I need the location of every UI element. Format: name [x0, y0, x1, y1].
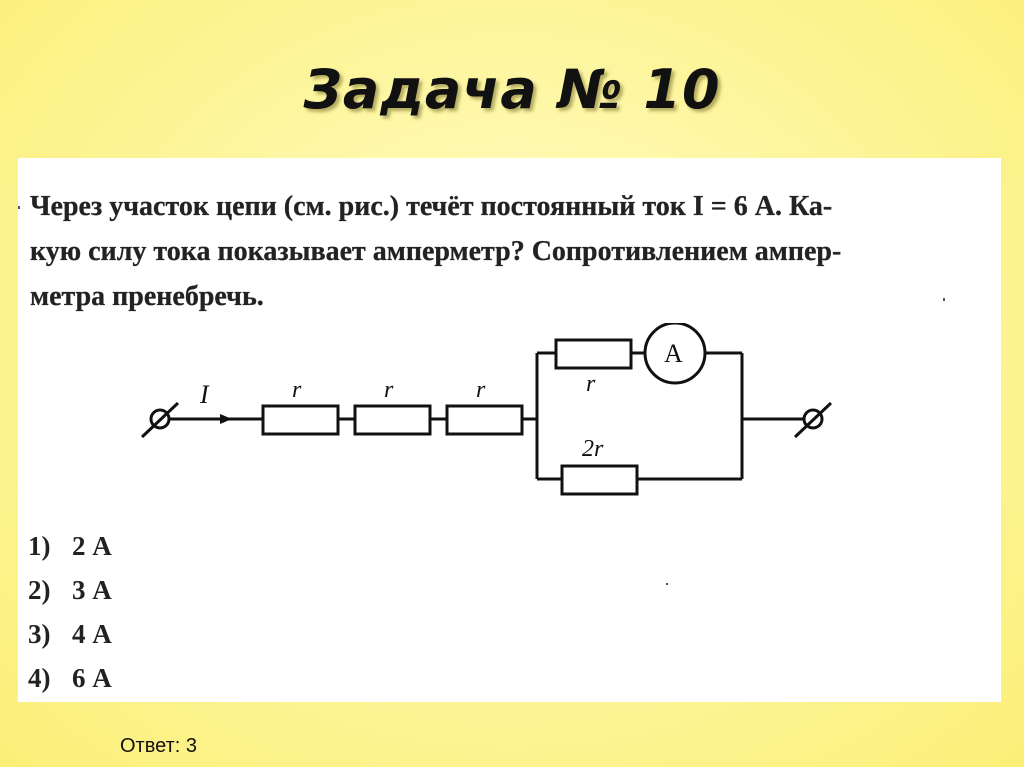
resistor-upper: [554, 338, 633, 370]
problem-line: метра пренебречь.: [30, 281, 264, 312]
resistor-1: [261, 404, 340, 436]
right-terminal-slash: [793, 401, 833, 439]
resistor-label: r: [292, 377, 302, 403]
option-3: 3) 4 А: [28, 612, 112, 656]
option-text: 6 А: [72, 663, 112, 693]
resistor-lower: [560, 464, 639, 496]
current-arrow-head: [220, 414, 232, 424]
scan-speck: [18, 206, 20, 209]
option-text: 4 А: [72, 619, 112, 649]
option-number: 4): [28, 663, 51, 693]
option-1: 1) 2 А: [28, 524, 112, 568]
problem-statement: Через участок цепи (см. рис.) течёт пост…: [30, 184, 990, 319]
answer-options: 1) 2 А 2) 3 А 3) 4 А 4) 6 А: [28, 524, 112, 700]
right-terminal: [802, 408, 824, 430]
option-text: 3 А: [72, 575, 112, 605]
problem-line: кую силу тока показывает амперметр? Сопр…: [30, 236, 842, 267]
option-text: 2 А: [72, 531, 112, 561]
resistor-2: [353, 404, 432, 436]
option-number: 3): [28, 619, 51, 649]
scan-speck: [666, 583, 668, 585]
slide-title: Задача № 10: [303, 58, 721, 121]
current-label: I: [199, 380, 210, 409]
option-4: 4) 6 А: [28, 656, 112, 700]
problem-panel: Через участок цепи (см. рис.) течёт пост…: [18, 158, 1001, 702]
option-number: 1): [28, 531, 51, 561]
option-2: 2) 3 А: [28, 568, 112, 612]
problem-line: Через участок цепи (см. рис.) течёт пост…: [30, 191, 833, 222]
resistor-3: [445, 404, 524, 436]
circuit-diagram: I r r r r A 2r: [140, 323, 833, 496]
ammeter-label: A: [664, 339, 683, 368]
left-terminal-slash: [140, 401, 180, 439]
option-number: 2): [28, 575, 51, 605]
resistor-label: r: [586, 371, 596, 397]
resistor-label: r: [384, 377, 394, 403]
resistor-label: r: [476, 377, 486, 403]
resistor-label: 2r: [582, 436, 604, 462]
scan-speck: [943, 298, 945, 301]
answer-text: Ответ: 3: [120, 735, 197, 757]
